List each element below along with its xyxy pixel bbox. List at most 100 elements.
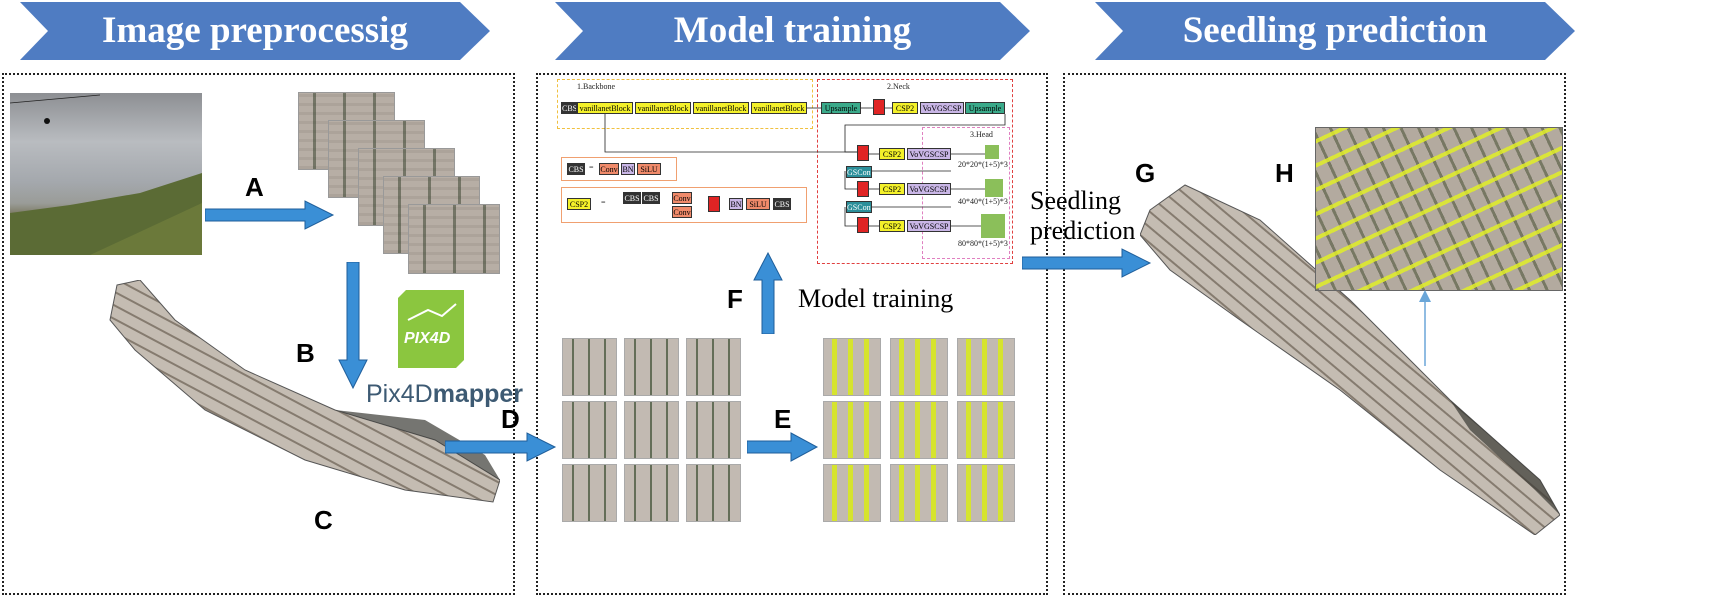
vovgscsp-block-3: VoVGSCSP	[907, 183, 951, 195]
vanillanet-block-4: vanillanetBlock	[751, 102, 807, 114]
label-c: C	[314, 505, 333, 535]
vanillanet-block-3: vanillanetBlock	[693, 102, 749, 114]
cbs-legend-conv: Conv	[599, 163, 619, 175]
csp2-legend-silu: SiLU	[746, 198, 770, 210]
banner-arrow-shape	[1095, 2, 1575, 60]
cbs-legend-equals: =	[589, 163, 594, 172]
concat-block-3	[857, 181, 869, 197]
csp2-legend-frame	[561, 187, 807, 223]
detection-zoom-h	[1315, 127, 1563, 291]
csp2-legend-csp2: CSP2	[567, 198, 591, 210]
network-connectors	[604, 107, 1006, 227]
uav-photo	[10, 93, 202, 255]
caption-model-training: Model training	[798, 284, 954, 313]
annotated-tile	[823, 464, 881, 522]
csp2-block-1: CSP2	[892, 102, 918, 114]
raw-tile	[686, 338, 741, 396]
banner-title: Seedling prediction	[1182, 10, 1488, 51]
banner-title: Image preprocessig	[102, 10, 408, 51]
csp2-block-4: CSP2	[879, 220, 905, 232]
caption-seedling-prediction-2: prediction	[1030, 216, 1136, 245]
panel-preprocessing	[2, 73, 515, 595]
annotated-tile	[823, 401, 881, 459]
pix4d-wordmark-light: Pix4D	[366, 380, 433, 408]
gsconv-block-1: GSConv	[846, 166, 872, 178]
output-large	[981, 214, 1005, 238]
csp2-legend-concat	[708, 196, 720, 212]
gsconv-block-2: GSConv	[846, 201, 872, 213]
panel-training	[536, 73, 1048, 595]
backbone-label: 1.Backbone	[577, 82, 615, 91]
vovgscsp-block-4: VoVGSCSP	[907, 220, 951, 232]
aerial-image-stack-5	[408, 204, 500, 274]
raw-tile	[624, 401, 679, 459]
banner-seedling-prediction: Seedling prediction	[1095, 2, 1575, 60]
backbone-frame	[557, 79, 813, 129]
arrow-seedling-prediction	[1022, 248, 1152, 278]
head-label: 3.Head	[970, 130, 993, 139]
panel-prediction	[1063, 73, 1566, 595]
label-d: D	[501, 404, 520, 434]
raw-tile	[562, 401, 617, 459]
label-g: G	[1135, 158, 1156, 188]
raw-tiles-grid	[562, 338, 742, 524]
banner-arrow-shape	[555, 2, 1030, 60]
csp2-legend-conv-1: Conv	[672, 192, 692, 204]
csp2-legend-bn: BN	[729, 198, 743, 210]
annotated-tiles-grid	[823, 338, 1015, 524]
label-b: B	[296, 338, 315, 368]
arrow-f	[753, 252, 783, 334]
landscape-shape	[10, 94, 202, 255]
cbs-legend-frame	[561, 157, 677, 181]
network-diagram: 1.Backbone 2.Neck 3.Head CBS vanillanetB…	[555, 77, 1015, 264]
annotated-tile	[823, 338, 881, 396]
label-a: A	[245, 172, 264, 202]
cbs-legend-bn: BN	[621, 163, 635, 175]
vovgscsp-block-1: VoVGSCSP	[920, 102, 964, 114]
caption-seedling-prediction-1: Seedling	[1030, 186, 1121, 215]
orthomosaic-g	[1140, 184, 1560, 535]
output-small-label: 20*20*(1+5)*3	[958, 160, 1008, 169]
arrow-b	[338, 262, 368, 390]
arrow-e	[747, 432, 819, 462]
neck-frame	[817, 79, 1013, 264]
upsample-block-1: Upsample	[821, 102, 861, 114]
arrow-a	[205, 200, 335, 230]
output-small	[985, 145, 999, 159]
label-e: E	[774, 404, 792, 434]
upsample-block-2: Upsample	[965, 102, 1005, 114]
pix4d-wordmark: Pix4Dmapper	[366, 380, 523, 409]
vanillanet-block-1: vanillanetBlock	[577, 102, 633, 114]
csp2-legend-cbs-3: CBS	[773, 198, 791, 210]
annotated-tile	[957, 401, 1015, 459]
banner-title: Model training	[673, 10, 912, 51]
raw-tile	[562, 338, 617, 396]
output-mid	[985, 179, 1003, 197]
csp2-legend-conv-2: Conv	[672, 206, 692, 218]
raw-tile	[624, 338, 679, 396]
raw-tile	[686, 401, 741, 459]
annotated-tile	[890, 464, 948, 522]
csp2-block-3: CSP2	[879, 183, 905, 195]
raw-tile	[686, 464, 741, 522]
banner-model-training: Model training	[555, 2, 1030, 60]
csp2-block-2: CSP2	[879, 148, 905, 160]
cbs-legend-cbs: CBS	[567, 163, 585, 175]
banner-arrow-shape	[20, 2, 490, 60]
banner-image-preprocessing: Image preprocessig	[20, 2, 490, 60]
concat-block-4	[857, 217, 869, 233]
neck-label: 2.Neck	[887, 82, 910, 91]
csp2-legend-equals: =	[601, 198, 606, 207]
pix4d-logo: PIX4D	[398, 290, 464, 368]
annotated-tile	[890, 338, 948, 396]
output-mid-label: 40*40*(1+5)*3	[958, 197, 1008, 206]
cbs-legend-silu: SiLU	[637, 163, 661, 175]
cbs-block: CBS	[561, 102, 577, 114]
vovgscsp-block-2: VoVGSCSP	[907, 148, 951, 160]
concat-block-1	[873, 99, 885, 115]
label-f: F	[727, 284, 743, 314]
raw-tile	[624, 464, 679, 522]
vanillanet-block-2: vanillanetBlock	[635, 102, 691, 114]
csp2-legend-cbs-2: CBS	[642, 192, 660, 204]
output-large-label: 80*80*(1+5)*3	[958, 239, 1008, 248]
